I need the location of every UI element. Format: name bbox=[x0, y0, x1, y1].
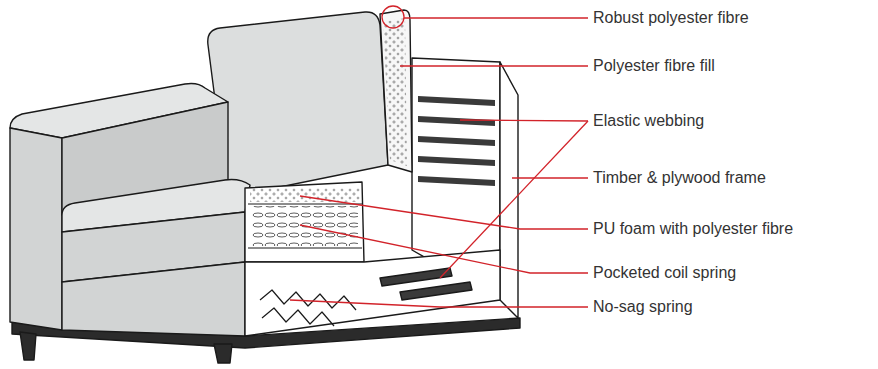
part-label: PU foam with polyester fibre bbox=[593, 219, 793, 239]
part-label: Elastic webbing bbox=[593, 111, 704, 131]
part-label: No-sag spring bbox=[593, 297, 693, 317]
part-label: Robust polyester fibre bbox=[593, 8, 749, 28]
part-label: Timber & plywood frame bbox=[593, 168, 766, 188]
part-label: Polyester fibre fill bbox=[593, 56, 715, 76]
part-label: Pocketed coil spring bbox=[593, 263, 736, 283]
